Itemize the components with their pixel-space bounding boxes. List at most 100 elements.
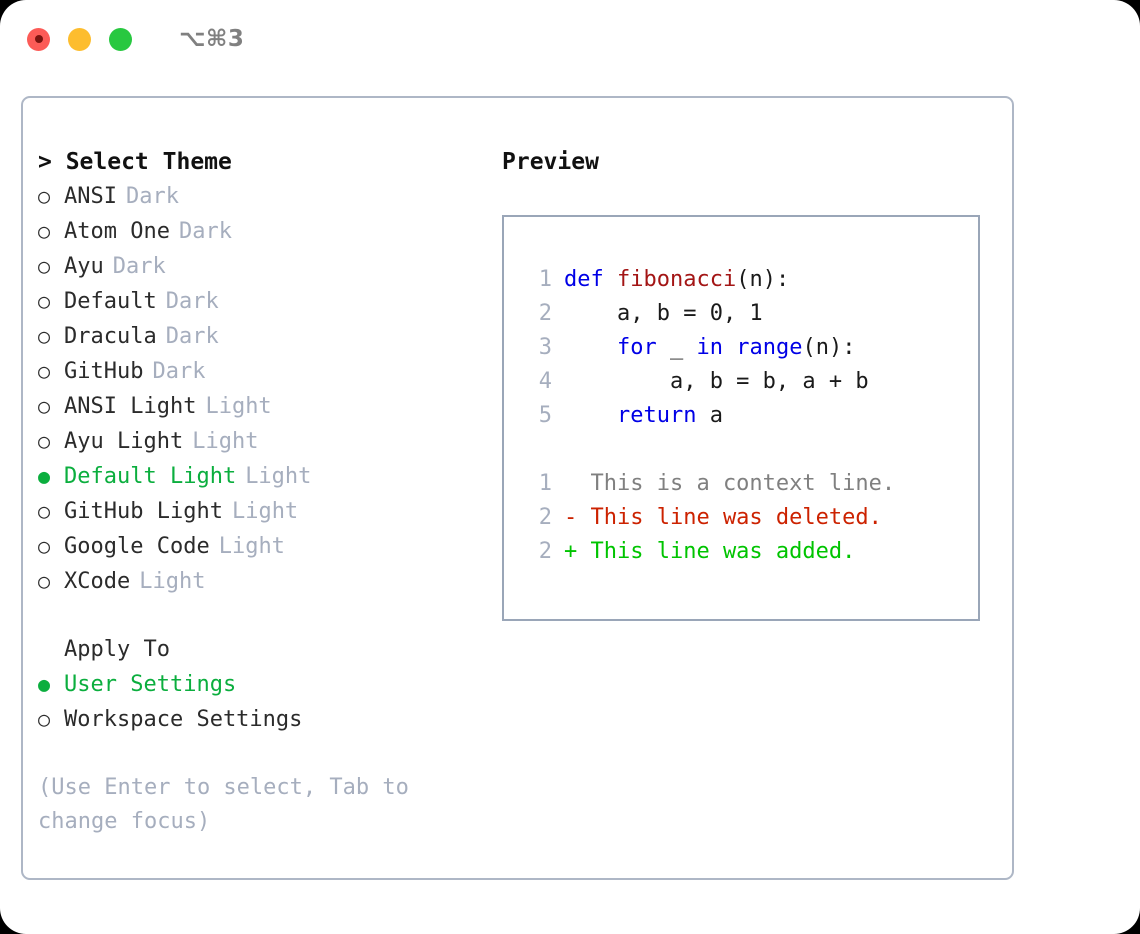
- apply-to-option-user-settings[interactable]: ● User Settings: [38, 667, 478, 702]
- code-line-number: 1: [538, 267, 552, 292]
- theme-option-tag: Dark: [112, 254, 166, 279]
- theme-option-label: GitHub: [64, 359, 144, 384]
- code-token: [564, 335, 617, 360]
- preview-column: Preview 1 def fibonacci(n): 2 a, b = 0, 1 3…: [502, 145, 992, 621]
- diff-line-text: - This line was deleted.: [564, 505, 882, 530]
- code-line-number: 5: [538, 403, 552, 428]
- theme-option-label: Ayu Light: [64, 429, 184, 454]
- radio-unselected-icon: ○: [38, 254, 51, 278]
- diff-line-number: 2: [538, 505, 552, 530]
- apply-to-option-workspace-settings[interactable]: ○ Workspace Settings: [38, 702, 478, 737]
- radio-selected-icon: ●: [38, 464, 51, 488]
- radio-unselected-icon: ○: [38, 534, 51, 558]
- radio-unselected-icon: ○: [38, 184, 51, 208]
- keyboard-shortcut-label: ⌥⌘3: [179, 25, 245, 52]
- code-token: in: [696, 335, 723, 360]
- keyboard-hint-text: (Use Enter to select, Tab to change focu…: [38, 775, 423, 834]
- code-token: range: [736, 335, 803, 360]
- hint-spacer: [38, 737, 478, 771]
- apply-to-option-label: User Settings: [64, 672, 237, 697]
- apply-to-option-list: ● User Settings ○ Workspace Settings: [38, 667, 478, 737]
- theme-option-tag: Dark: [165, 289, 219, 314]
- radio-unselected-icon: ○: [38, 324, 51, 348]
- code-line: 3 for _ in range(n):: [520, 331, 978, 365]
- diff-line: 1 This is a context line.: [520, 467, 978, 501]
- radio-unselected-icon: ○: [38, 499, 51, 523]
- theme-option-dracula[interactable]: ○ Dracula Dark: [38, 319, 478, 354]
- code-line: 4 a, b = b, a + b: [520, 365, 978, 399]
- diff-line: 2 - This line was deleted.: [520, 501, 978, 535]
- code-token: return: [616, 403, 697, 428]
- radio-unselected-icon: ○: [38, 707, 51, 731]
- preview-heading: Preview: [502, 149, 599, 175]
- diff-line-text: + This line was added.: [564, 539, 856, 564]
- diff-line-number: 1: [538, 471, 552, 496]
- theme-option-tag: Dark: [125, 184, 179, 209]
- theme-option-label: Ayu: [64, 254, 104, 279]
- apply-to-option-label: Workspace Settings: [64, 707, 303, 732]
- apply-to-heading: Apply To: [64, 637, 170, 662]
- code-line-number: 3: [538, 335, 552, 360]
- theme-option-label: Google Code: [64, 534, 210, 559]
- code-token: a: [696, 403, 723, 428]
- theme-option-label: GitHub Light: [64, 499, 223, 524]
- theme-option-label: Default: [64, 289, 157, 314]
- theme-option-tag: Light: [205, 394, 272, 419]
- select-theme-heading: > Select Theme: [38, 149, 232, 175]
- preview-box: 1 def fibonacci(n): 2 a, b = 0, 1 3 for _ i…: [502, 215, 980, 621]
- theme-option-default[interactable]: ○ Default Dark: [38, 284, 478, 319]
- radio-selected-icon: ●: [38, 672, 51, 696]
- code-token: [564, 403, 617, 428]
- radio-unselected-icon: ○: [38, 569, 51, 593]
- code-token: (n):: [736, 267, 790, 292]
- code-token: fibonacci: [617, 267, 737, 292]
- diff-sample: 1 This is a context line. 2 - This line wa…: [520, 467, 978, 569]
- minimize-button-icon[interactable]: [68, 27, 91, 51]
- code-diff-separator: [520, 433, 978, 467]
- code-token: a, b = 0, 1: [564, 301, 763, 326]
- code-token: _: [656, 335, 697, 360]
- theme-option-label: Dracula: [64, 324, 157, 349]
- traffic-light-buttons: [27, 27, 132, 51]
- code-line: 1 def fibonacci(n):: [520, 263, 978, 297]
- code-line-number: 4: [538, 369, 552, 394]
- list-spacer: [38, 599, 478, 633]
- zoom-button-icon[interactable]: [109, 27, 132, 51]
- code-token: for: [616, 335, 657, 360]
- theme-option-ansi-light[interactable]: ○ ANSI Light Light: [38, 389, 478, 424]
- theme-option-tag: Dark: [178, 219, 232, 244]
- theme-option-tag: Dark: [165, 324, 219, 349]
- diff-line-text: This is a context line.: [564, 471, 896, 496]
- code-line-text: return a: [564, 399, 723, 433]
- radio-unselected-icon: ○: [38, 219, 51, 243]
- radio-unselected-icon: ○: [38, 289, 51, 313]
- theme-option-tag: Light: [245, 464, 312, 489]
- theme-option-label: ANSI Light: [64, 394, 197, 419]
- title-bar: ⌥⌘3: [0, 0, 1140, 78]
- code-line-text: def fibonacci(n):: [564, 263, 789, 297]
- theme-option-github-light[interactable]: ○ GitHub Light Light: [38, 494, 478, 529]
- radio-unselected-icon: ○: [38, 359, 51, 383]
- code-token: def: [564, 267, 604, 292]
- close-button-icon[interactable]: [27, 27, 50, 51]
- code-token: a, b = b, a + b: [564, 369, 869, 394]
- radio-unselected-icon: ○: [38, 394, 51, 418]
- theme-option-tag: Light: [231, 499, 299, 524]
- code-line-text: a, b = 0, 1: [564, 297, 763, 331]
- diff-line: 2+ This line was added.: [520, 535, 978, 569]
- code-line-number: 2: [538, 301, 552, 326]
- theme-option-ayu[interactable]: ○ Ayu Dark: [38, 249, 478, 284]
- code-line-text: a, b = b, a + b: [564, 365, 869, 399]
- code-sample: 1 def fibonacci(n): 2 a, b = 0, 1 3 for _ i…: [520, 263, 978, 433]
